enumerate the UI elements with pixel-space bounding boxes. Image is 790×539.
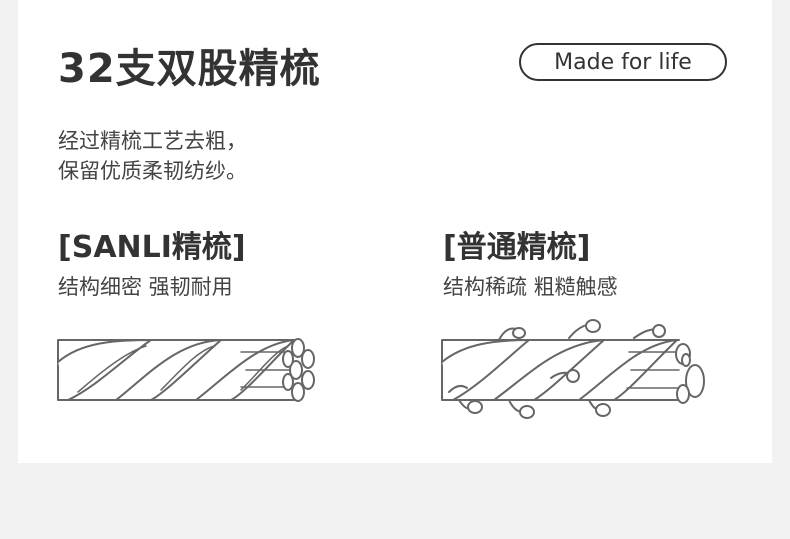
made-for-life-badge: Made for life	[519, 43, 727, 81]
sanli-title: [SANLI精梳]	[58, 230, 246, 265]
frayed-rope-icon	[441, 319, 705, 419]
regular-title: [普通精梳]	[443, 230, 591, 265]
smooth-rope-icon	[57, 338, 315, 402]
description-line-2: 保留优质柔韧纺纱。	[58, 159, 247, 183]
description-line-1: 经过精梳工艺去粗，	[58, 129, 247, 153]
description: 经过精梳工艺去粗， 保留优质柔韧纺纱。	[58, 126, 247, 186]
page-title: 32支双股精梳	[58, 46, 321, 92]
sanli-subtitle: 结构细密 强韧耐用	[58, 275, 233, 299]
regular-subtitle: 结构稀疏 粗糙触感	[443, 275, 618, 299]
